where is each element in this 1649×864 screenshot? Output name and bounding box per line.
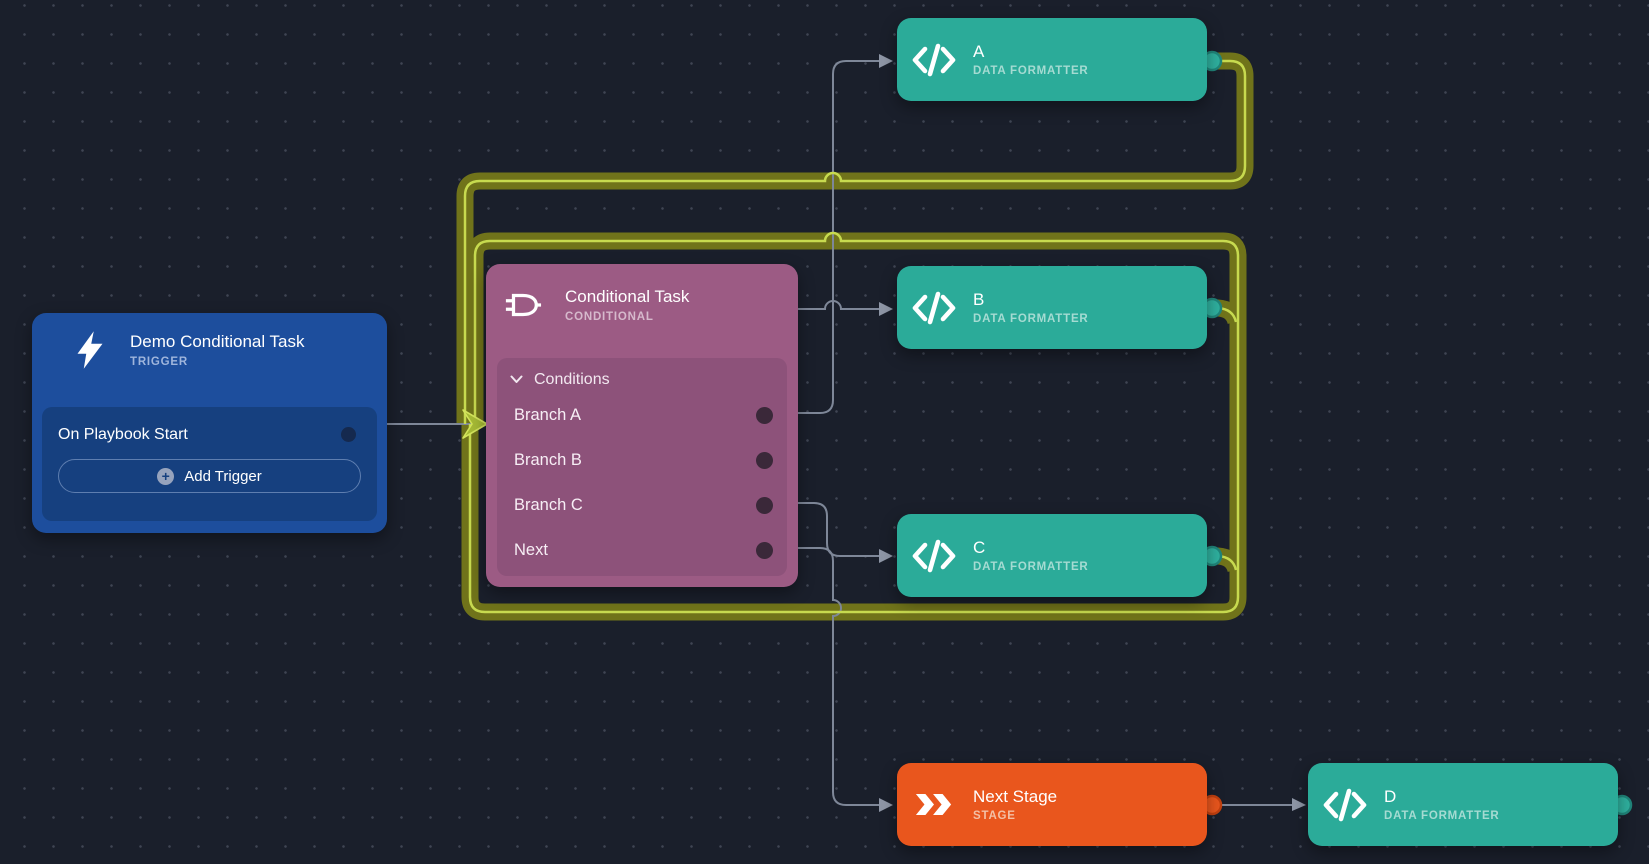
arrowhead-into-b — [879, 302, 893, 316]
loop-edge-bc-line[interactable] — [468, 231, 1240, 614]
arrowhead-into-d — [1292, 798, 1306, 811]
branch-row-b[interactable]: Branch B — [497, 438, 787, 483]
branch-label: Branch B — [514, 451, 582, 469]
node-type: DATA FORMATTER — [973, 313, 1089, 326]
data-formatter-a-node[interactable]: A DATA FORMATTER — [897, 18, 1207, 101]
node-type: DATA FORMATTER — [973, 561, 1089, 574]
conditions-section-label: Conditions — [534, 370, 610, 388]
arrowhead-into-a — [879, 54, 893, 68]
edge-next-to-stage[interactable] — [797, 547, 879, 806]
node-title: Next Stage — [973, 786, 1058, 806]
branch-row-c[interactable]: Branch C — [497, 483, 787, 528]
code-icon — [912, 539, 956, 573]
branch-label: Branch A — [514, 406, 581, 424]
lightning-bolt-icon — [73, 330, 107, 370]
logic-gate-icon — [504, 288, 542, 322]
node-title: D — [1384, 786, 1397, 806]
conditions-panel: Conditions Branch A Branch B Branch C Ne… — [497, 358, 787, 576]
branch-label: Next — [514, 541, 548, 559]
trigger-list-panel: On Playbook Start + Add Trigger — [42, 407, 377, 521]
trigger-row-on-playbook-start[interactable]: On Playbook Start — [42, 412, 377, 457]
trigger-output-dot[interactable] — [341, 427, 356, 442]
arrowhead-into-next-stage — [879, 798, 893, 812]
branch-a-port-dot[interactable] — [756, 407, 773, 424]
node-title: B — [973, 289, 985, 309]
code-icon — [1323, 788, 1367, 822]
branch-label: Branch C — [514, 496, 583, 514]
node-title: A — [973, 41, 985, 61]
edge-branch-a[interactable] — [797, 60, 879, 414]
trigger-node[interactable]: Demo Conditional Task TRIGGER On Playboo… — [32, 313, 387, 533]
data-formatter-d-node[interactable]: D DATA FORMATTER — [1308, 763, 1618, 846]
add-trigger-label: Add Trigger — [184, 467, 262, 485]
node-type: STAGE — [973, 810, 1016, 823]
data-formatter-b-node[interactable]: B DATA FORMATTER — [897, 266, 1207, 349]
branch-c-port-dot[interactable] — [756, 497, 773, 514]
conditional-node-type: CONDITIONAL — [565, 310, 654, 323]
node-type: DATA FORMATTER — [1384, 810, 1500, 823]
loop-edge-a-line[interactable] — [463, 59, 1247, 424]
branch-row-next[interactable]: Next — [497, 528, 787, 573]
stage-chevrons-icon — [912, 790, 956, 819]
data-formatter-c-node[interactable]: C DATA FORMATTER — [897, 514, 1207, 597]
conditional-task-node[interactable]: Conditional Task CONDITIONAL Conditions … — [486, 264, 798, 587]
trigger-row-label: On Playbook Start — [58, 425, 188, 443]
arrowhead-into-c — [879, 549, 893, 563]
node-title: C — [973, 537, 986, 557]
next-stage-node[interactable]: Next Stage STAGE — [897, 763, 1207, 846]
add-trigger-button[interactable]: + Add Trigger — [58, 459, 361, 493]
code-icon — [912, 43, 956, 77]
loop-arrowhead-into-conditional — [462, 409, 488, 439]
branch-next-port-dot[interactable] — [756, 542, 773, 559]
edge-branch-c[interactable] — [797, 502, 879, 557]
chevron-down-icon — [510, 371, 523, 389]
branch-b-port-dot[interactable] — [756, 452, 773, 469]
node-type: DATA FORMATTER — [973, 65, 1089, 78]
edge-branch-b[interactable] — [797, 300, 879, 310]
branch-row-a[interactable]: Branch A — [497, 393, 787, 438]
code-icon — [912, 291, 956, 325]
trigger-node-title: Demo Conditional Task — [130, 332, 305, 352]
conditions-section-toggle[interactable]: Conditions — [497, 358, 787, 393]
plus-icon: + — [157, 467, 175, 485]
conditional-node-title: Conditional Task — [565, 287, 690, 306]
trigger-node-type: TRIGGER — [130, 355, 188, 368]
